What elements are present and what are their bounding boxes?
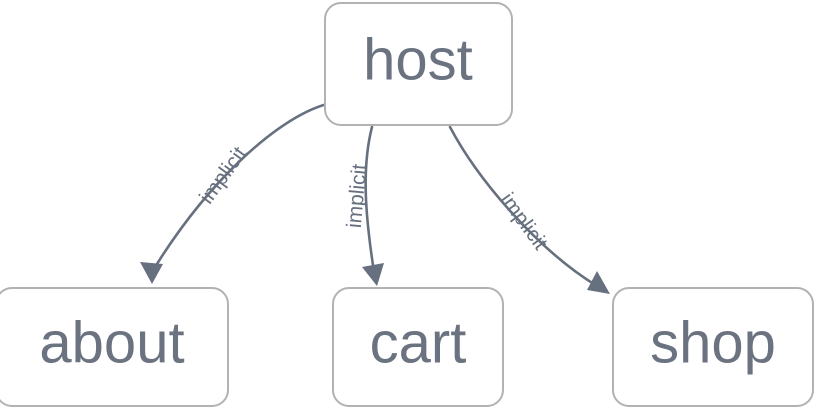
edge-group-host-cart[interactable]: implicit — [343, 125, 384, 286]
edge-arrowhead-host-shop — [587, 271, 610, 294]
node-cart-label: cart — [370, 310, 467, 375]
node-about-box — [0, 287, 229, 407]
edge-label-host-shop: implicit — [496, 189, 552, 255]
node-host-label: host — [363, 27, 473, 92]
edge-group-host-about[interactable]: implicit — [140, 102, 329, 284]
node-shop-box — [612, 287, 814, 407]
node-shop-label: shop — [650, 310, 776, 375]
edge-arrowhead-host-about — [140, 262, 163, 284]
edge-path-host-about — [150, 102, 329, 274]
node-cart-box — [332, 287, 504, 407]
edge-arrowhead-host-cart — [362, 263, 384, 286]
node-shop[interactable]: shop — [612, 287, 814, 407]
edge-label-host-about: implicit — [195, 143, 251, 209]
node-host[interactable]: host — [324, 2, 513, 126]
node-about-label: about — [39, 310, 184, 375]
edge-path-host-cart — [364, 125, 376, 274]
node-cart[interactable]: cart — [332, 287, 504, 407]
edge-path-host-shop — [448, 125, 599, 288]
edge-label-host-cart: implicit — [343, 163, 372, 229]
node-host-box — [324, 2, 513, 126]
node-about[interactable]: about — [0, 287, 229, 407]
edge-group-host-shop[interactable]: implicit — [448, 125, 610, 294]
